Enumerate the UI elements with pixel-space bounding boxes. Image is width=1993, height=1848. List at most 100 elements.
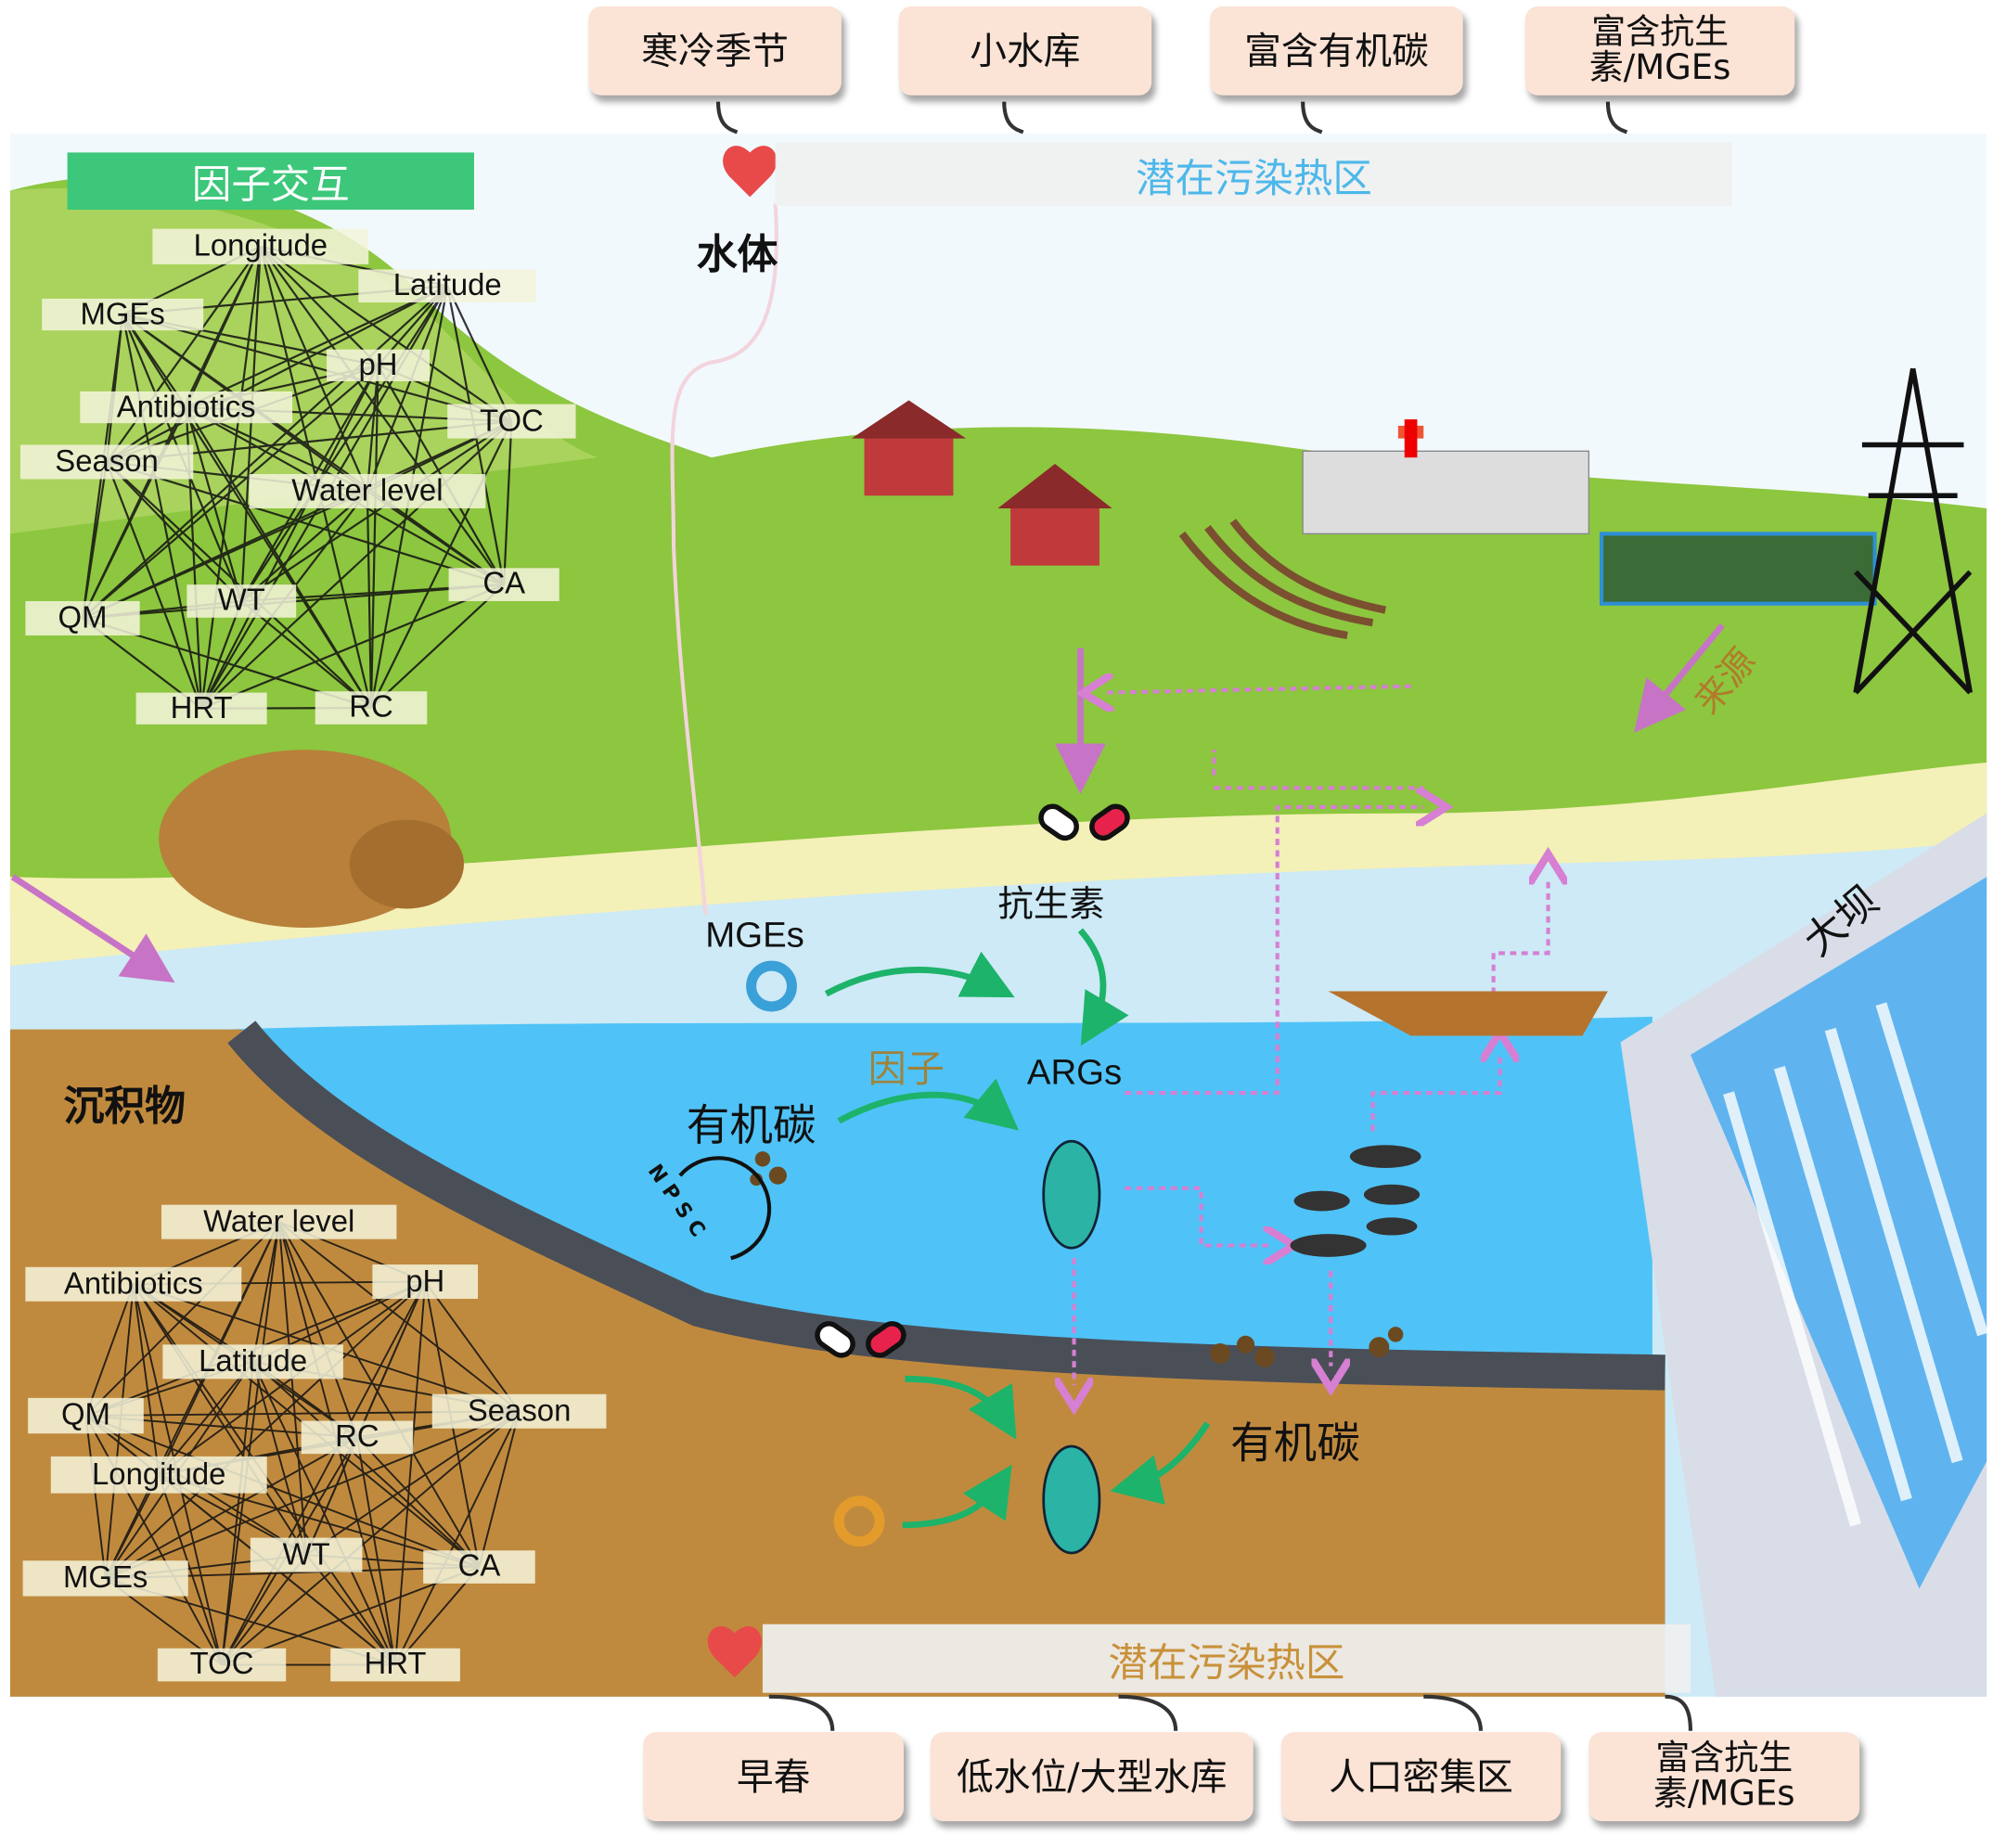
organic-particles-icon bbox=[750, 1151, 1404, 1368]
network-node: HRT bbox=[135, 691, 267, 725]
network-edge bbox=[106, 461, 203, 710]
network-node: WT bbox=[186, 584, 297, 618]
network-node: MGEs bbox=[42, 297, 204, 331]
network-node: Season bbox=[431, 1393, 607, 1429]
network-edge bbox=[240, 246, 262, 602]
condition-box-antibiotics-mges-sediment: 富含抗生素/MGEs bbox=[1588, 1732, 1860, 1822]
network-edge bbox=[185, 406, 372, 709]
network-edge bbox=[240, 490, 368, 602]
network-edge bbox=[122, 314, 505, 586]
power-tower bbox=[1853, 367, 1974, 695]
network-node: TOC bbox=[447, 404, 576, 439]
network-node: TOC bbox=[157, 1647, 287, 1682]
network-edge bbox=[200, 600, 243, 710]
network-edge bbox=[122, 314, 203, 709]
network-edge bbox=[200, 365, 379, 710]
network-edge bbox=[369, 365, 379, 709]
network-node: RC bbox=[315, 690, 428, 725]
network-edge bbox=[424, 1280, 521, 1412]
boat-icon bbox=[1328, 991, 1608, 1036]
network-edge bbox=[122, 313, 512, 423]
network-node: WT bbox=[250, 1537, 363, 1572]
network-edge bbox=[185, 406, 243, 602]
args-label: ARGs bbox=[1026, 1052, 1123, 1092]
network-edge bbox=[240, 285, 449, 602]
network-edge bbox=[106, 460, 505, 586]
network-node: Longitude bbox=[50, 1456, 267, 1494]
network-edge bbox=[366, 365, 379, 492]
network-edge bbox=[394, 1281, 427, 1665]
network-node: Antibiotics bbox=[80, 390, 293, 424]
network-edge bbox=[355, 1437, 396, 1665]
network-edge bbox=[106, 461, 243, 602]
organic-carbon-label-water: 有机碳 bbox=[686, 1100, 816, 1152]
network-node: Water level bbox=[249, 473, 486, 508]
network-edge bbox=[277, 1221, 481, 1568]
connector-lines bbox=[715, 101, 1693, 1731]
network-edge bbox=[82, 406, 187, 619]
network-edge bbox=[356, 1436, 481, 1568]
network-edge bbox=[260, 245, 513, 423]
factor-label: 因子 bbox=[868, 1046, 945, 1092]
crop-field bbox=[1600, 532, 1877, 606]
network-edge bbox=[158, 1361, 254, 1476]
green-arrows bbox=[824, 928, 1211, 1529]
network-edge bbox=[106, 246, 262, 463]
network-node: MGEs bbox=[22, 1560, 188, 1597]
network-edge bbox=[251, 1361, 481, 1568]
network-edge bbox=[82, 365, 379, 620]
network-node: pH bbox=[327, 348, 431, 382]
fish-school-icon bbox=[1290, 1145, 1421, 1257]
farm-houses bbox=[851, 400, 1590, 566]
hotspot-banner-water: 潜在污染热区 bbox=[775, 142, 1733, 206]
network-node: RC bbox=[301, 1419, 414, 1455]
organic-carbon-label-sediment: 有机碳 bbox=[1230, 1418, 1360, 1469]
antibiotic-capsule-icon bbox=[815, 803, 1130, 1358]
network-edge bbox=[305, 1554, 396, 1666]
heart-pulse-icon bbox=[707, 1626, 762, 1678]
network-edge bbox=[305, 1436, 358, 1556]
network-edge bbox=[366, 491, 373, 709]
network-edge bbox=[104, 1221, 280, 1579]
network-edge bbox=[200, 584, 505, 710]
network-node: Latitude bbox=[358, 268, 537, 303]
network-edge bbox=[106, 285, 448, 463]
network-edge bbox=[503, 421, 513, 585]
network-edge bbox=[81, 461, 109, 619]
condition-box-low-water-large-reservoir: 低水位/大型水库 bbox=[930, 1732, 1254, 1822]
heart-pulse-icon bbox=[723, 146, 778, 198]
network-edge bbox=[84, 1221, 280, 1417]
condition-box-early-spring: 早春 bbox=[643, 1732, 904, 1822]
factor-interaction-title: 因子交互 bbox=[67, 152, 474, 211]
water-pointer-line bbox=[670, 203, 778, 916]
network-node: Latitude bbox=[162, 1344, 343, 1380]
network-edge bbox=[251, 1221, 280, 1363]
condition-box-organic-carbon: 富含有机碳 bbox=[1210, 6, 1463, 96]
network-edge bbox=[85, 1415, 480, 1568]
dam-spillway bbox=[1690, 877, 1987, 1589]
condition-box-small-reservoir: 小水库 bbox=[898, 6, 1152, 96]
network-edge bbox=[277, 1221, 358, 1438]
mges-ring-icon bbox=[746, 960, 885, 1547]
network-edge bbox=[260, 245, 379, 366]
network-edge bbox=[186, 285, 448, 409]
mges-label: MGEs bbox=[705, 915, 804, 955]
network-node: Season bbox=[19, 444, 194, 480]
grassland bbox=[9, 175, 1987, 916]
network-node: CA bbox=[423, 1549, 535, 1584]
antibiotics-label: 抗生素 bbox=[997, 883, 1105, 926]
network-edge bbox=[200, 246, 262, 709]
network-edge bbox=[478, 1411, 521, 1568]
network-edge bbox=[221, 1281, 427, 1666]
fields bbox=[1178, 519, 1386, 640]
network-edge bbox=[105, 1410, 520, 1580]
network-edge bbox=[366, 285, 449, 492]
network-node: Antibiotics bbox=[25, 1266, 242, 1302]
nutrient-cycle-icon bbox=[678, 1156, 772, 1261]
network-node: CA bbox=[448, 567, 559, 601]
network-node: QM bbox=[28, 1397, 144, 1434]
network-node: pH bbox=[372, 1264, 479, 1300]
network-edge bbox=[84, 1283, 135, 1417]
